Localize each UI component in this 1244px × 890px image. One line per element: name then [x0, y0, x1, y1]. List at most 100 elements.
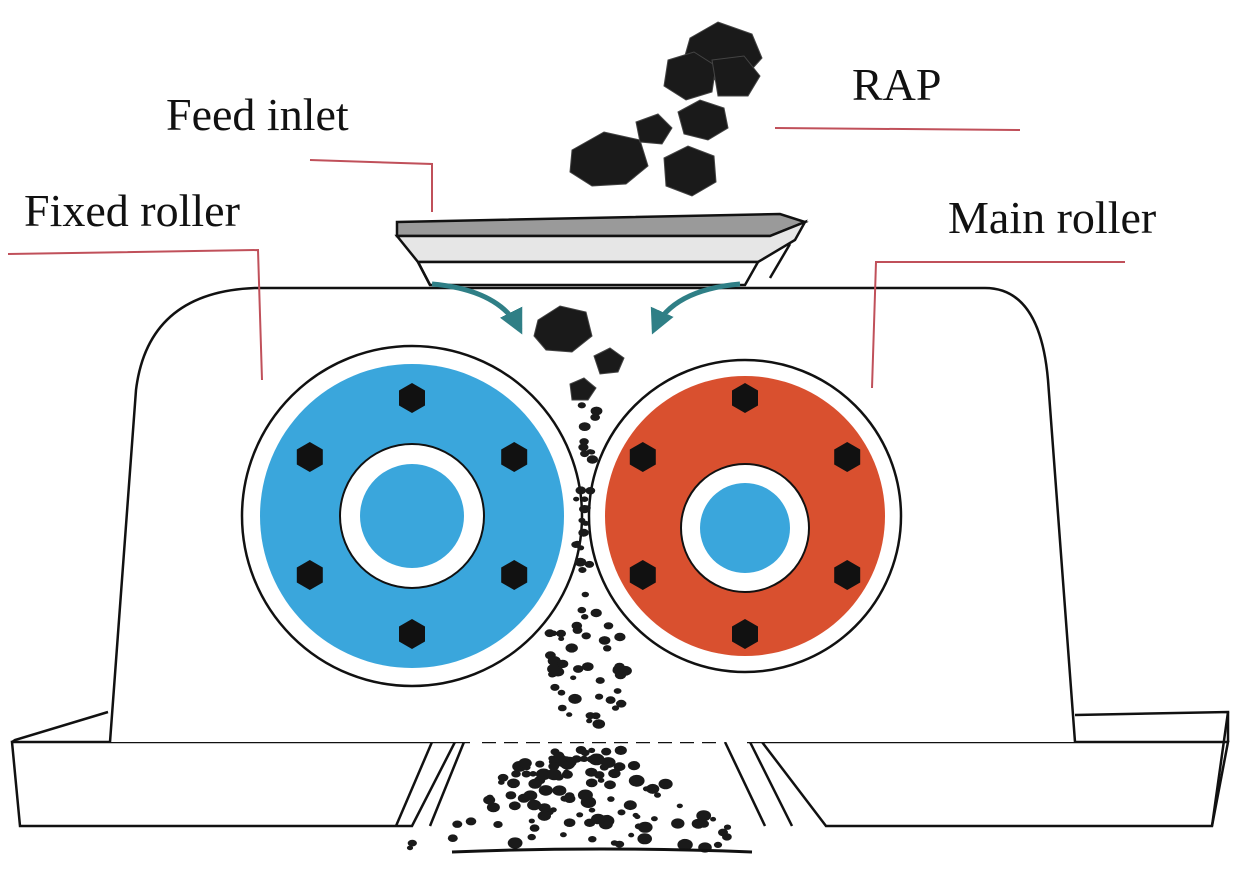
- curved-arrow-icon: [650, 281, 741, 335]
- particle: [588, 807, 596, 813]
- particle: [577, 545, 585, 551]
- particle: [578, 567, 587, 573]
- fixed-roller: [240, 344, 584, 688]
- discharge-pile-base: [451, 847, 753, 854]
- particle: [611, 705, 620, 711]
- particle: [565, 643, 578, 653]
- main-roller: [587, 358, 903, 674]
- particle: [570, 675, 577, 681]
- rap-lumps: [533, 21, 763, 401]
- particle: [558, 636, 565, 641]
- particle: [658, 778, 673, 790]
- particle: [592, 414, 600, 421]
- leader-line-feed-inlet: [309, 159, 433, 212]
- particle: [549, 630, 558, 637]
- particle: [407, 839, 417, 847]
- particle: [546, 768, 562, 781]
- particle: [447, 834, 458, 842]
- particle: [511, 770, 521, 778]
- particle: [406, 845, 414, 851]
- particle: [560, 761, 570, 768]
- hexagon-bolt-icon: [629, 442, 656, 472]
- particle: [575, 746, 587, 754]
- particle: [595, 677, 605, 684]
- particle: [568, 693, 582, 704]
- particle: [677, 839, 693, 851]
- particle: [535, 760, 545, 768]
- particle: [585, 778, 598, 788]
- particle: [507, 778, 520, 789]
- curved-arrow-icon: [431, 281, 523, 335]
- particle: [571, 755, 582, 763]
- fixed-roller-bolts: [296, 383, 528, 649]
- particle: [676, 803, 683, 809]
- particle: [528, 818, 535, 824]
- leader-lines: [7, 127, 1125, 389]
- feed-inlet-label: Feed inlet: [166, 89, 349, 140]
- particle: [584, 560, 595, 568]
- particle: [585, 487, 596, 495]
- hexagon-bolt-icon: [501, 560, 528, 590]
- particle: [608, 768, 621, 779]
- particle: [497, 773, 509, 782]
- main-roller-label: Main roller: [948, 192, 1157, 243]
- particle: [529, 824, 540, 832]
- particle: [637, 821, 653, 833]
- particle: [610, 840, 619, 846]
- particle: [578, 422, 591, 431]
- particle: [588, 836, 597, 843]
- particle: [723, 824, 732, 830]
- particle: [523, 790, 538, 801]
- hexagon-bolt-icon: [399, 383, 425, 413]
- particle: [613, 688, 622, 694]
- particle: [538, 803, 551, 813]
- particle: [547, 663, 561, 675]
- particle: [452, 820, 463, 828]
- particle: [552, 785, 567, 796]
- particle: [572, 626, 583, 634]
- particle: [577, 606, 587, 614]
- hexagon-bolt-icon: [732, 383, 758, 413]
- particle: [637, 833, 652, 845]
- particle: [604, 814, 611, 820]
- particle: [537, 810, 551, 821]
- particle: [613, 762, 626, 772]
- particle: [578, 756, 585, 762]
- particle: [560, 832, 567, 838]
- particle: [576, 812, 584, 818]
- particle: [628, 832, 635, 838]
- particle: [507, 837, 523, 849]
- particle: [651, 816, 658, 822]
- particle: [573, 496, 580, 502]
- fixed-roller-label: Fixed roller: [24, 185, 240, 236]
- particle: [632, 812, 639, 818]
- particle: [590, 608, 602, 618]
- particle: [573, 665, 584, 673]
- particle: [597, 777, 605, 783]
- particle: [486, 794, 494, 800]
- particle: [617, 809, 626, 816]
- hexagon-bolt-icon: [399, 619, 425, 649]
- particle: [607, 796, 615, 802]
- particle: [529, 771, 537, 777]
- particle: [521, 770, 531, 778]
- particle: [566, 712, 573, 717]
- particle: [575, 486, 587, 495]
- particle: [577, 789, 593, 801]
- hexagon-bolt-icon: [834, 560, 861, 590]
- particle: [493, 821, 503, 828]
- particle: [623, 800, 637, 811]
- particle: [550, 683, 560, 691]
- particle: [604, 780, 616, 790]
- hexagon-bolt-icon: [501, 442, 528, 472]
- particle: [591, 813, 606, 825]
- particle: [588, 747, 596, 754]
- particle: [465, 817, 477, 826]
- particle: [588, 753, 605, 766]
- particle: [579, 505, 590, 514]
- particle: [614, 632, 626, 642]
- particle: [527, 833, 536, 841]
- hexagon-bolt-icon: [732, 619, 758, 649]
- particle: [574, 557, 587, 567]
